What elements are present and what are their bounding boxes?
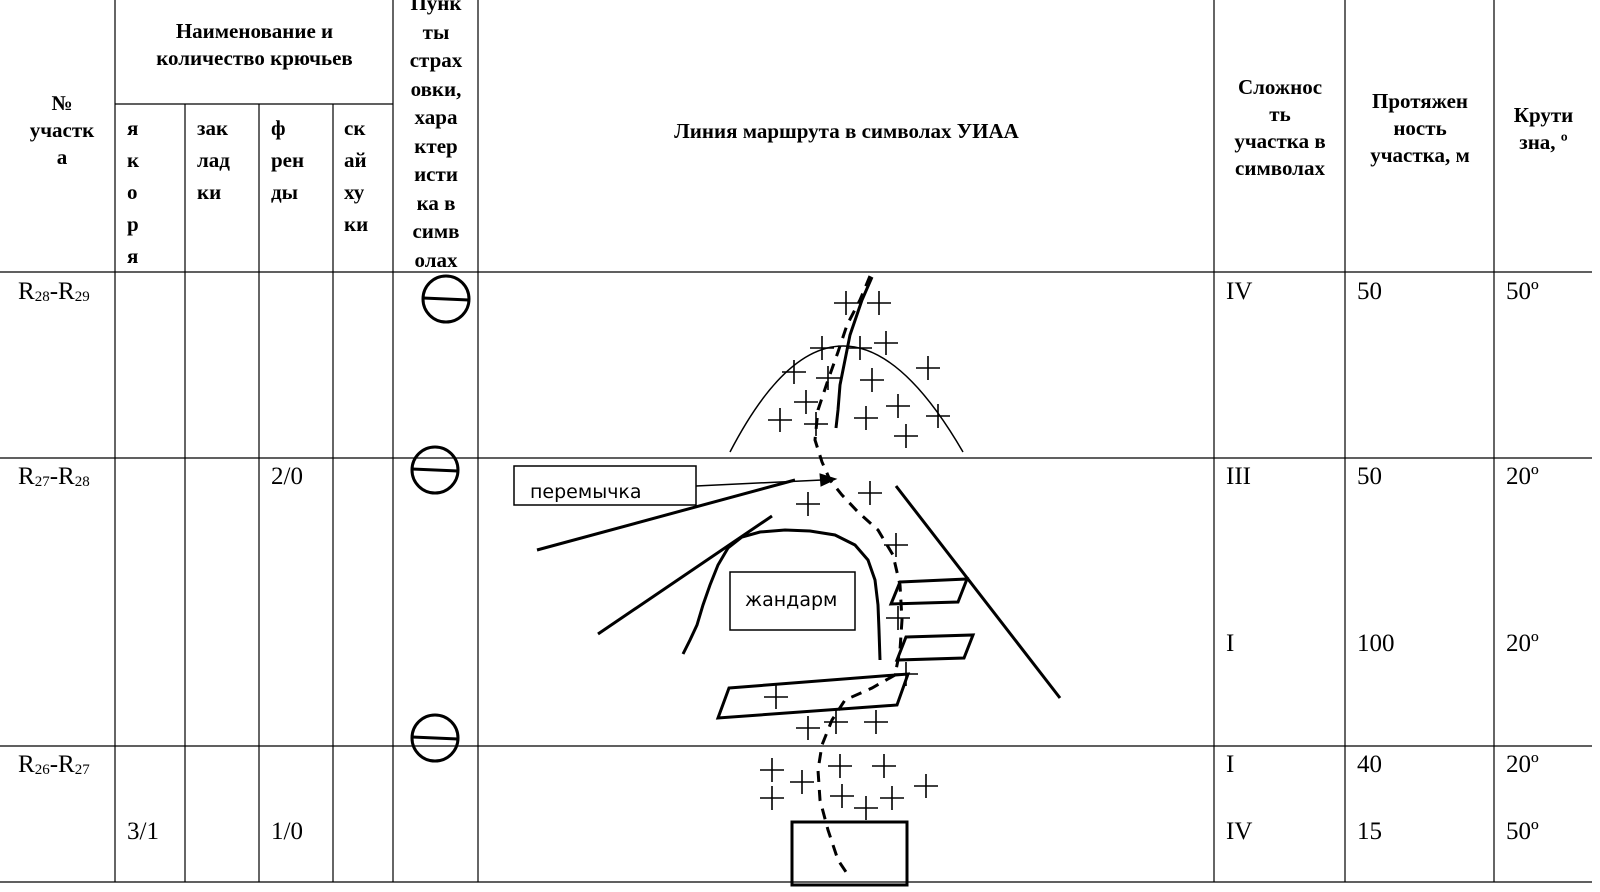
steepness-value: 20º <box>1506 630 1539 657</box>
cross-icon <box>867 291 891 315</box>
cross-icon <box>796 492 820 516</box>
gendarme-label-box <box>729 571 856 631</box>
belay-symbols <box>410 274 471 763</box>
cross-icon <box>830 784 854 808</box>
cross-icon <box>824 710 848 734</box>
cross-icon <box>860 368 884 392</box>
summit-outline <box>729 345 964 453</box>
cross-icon <box>760 786 784 810</box>
header-steepness: Крути зна, º <box>1513 103 1574 154</box>
steepness-value: 50º <box>1506 278 1539 305</box>
cross-icon <box>854 406 878 430</box>
cross-icon <box>834 291 858 315</box>
length-value: 50 <box>1357 278 1382 305</box>
cross-icon <box>864 710 888 734</box>
difficulty-value: III <box>1226 463 1251 490</box>
cross-icon <box>810 336 834 360</box>
cross-icon <box>916 356 940 380</box>
section-label: R28-R29 <box>18 278 90 305</box>
header-difficulty: Сложнос ть участка в символах <box>1234 75 1326 180</box>
header-nuts: зак лад ки <box>197 116 230 204</box>
anchors-count: 3/1 <box>127 818 159 845</box>
cross-icon <box>854 796 878 820</box>
cross-icon <box>760 758 784 782</box>
length-value: 50 <box>1357 463 1382 490</box>
ledge-shape <box>715 672 911 720</box>
header-length: Протяжен ность участка, м <box>1370 89 1470 167</box>
cross-icon <box>914 774 938 798</box>
belay-point-icon <box>410 713 460 763</box>
cross-icon <box>768 408 792 432</box>
cross-icon <box>874 331 898 355</box>
route-dashed-line <box>813 275 904 879</box>
belay-point-icon <box>410 445 460 495</box>
cross-icon <box>790 770 814 794</box>
route-sketch <box>513 275 1062 887</box>
friends-count: 2/0 <box>271 463 303 490</box>
header-anchors: я к о р я <box>127 116 140 268</box>
cross-icon <box>886 394 910 418</box>
difficulty-value: I <box>1226 630 1235 657</box>
left-ridge-line <box>597 514 773 636</box>
friends-count: 1/0 <box>271 818 303 845</box>
cross-icon <box>794 390 818 414</box>
header-belay-points: Пунк ты страх овки, хара ктер исти ка в … <box>409 0 463 272</box>
ledge-shape <box>888 577 970 606</box>
saddle-arrow <box>695 479 823 487</box>
belay-point-icon <box>421 274 471 324</box>
gendarme-label: жандарм <box>745 589 837 611</box>
header-skyhooks: ск ай ху ки <box>344 116 369 236</box>
cross-icon <box>872 754 896 778</box>
rock-step-box <box>790 820 909 887</box>
header-friends: ф рен ды <box>271 116 305 204</box>
cross-icon <box>764 685 788 709</box>
steepness-value: 20º <box>1506 751 1539 778</box>
right-slope-line <box>894 485 1062 699</box>
cross-icon <box>828 754 852 778</box>
header-section-number: № участк а <box>29 91 95 169</box>
cross-icon <box>782 360 806 384</box>
difficulty-value: IV <box>1226 278 1253 305</box>
header-route-line: Линия маршрута в символах УИАА <box>674 119 1019 143</box>
ledge-shape <box>894 633 976 662</box>
cross-icon <box>886 606 910 630</box>
steepness-value: 50º <box>1506 818 1539 845</box>
arrowhead-icon <box>819 473 838 487</box>
length-value: 40 <box>1357 751 1382 778</box>
difficulty-value: I <box>1226 751 1235 778</box>
cross-icon <box>848 336 872 360</box>
cross-icon <box>858 481 882 505</box>
section-label: R26-R27 <box>18 751 90 778</box>
header-hooks-group: Наименование и количество крючьев <box>156 19 353 70</box>
left-ridge-line <box>536 478 796 552</box>
cross-icon <box>894 662 918 686</box>
cross-icon <box>884 533 908 557</box>
cross-icon <box>880 786 904 810</box>
length-value: 100 <box>1357 630 1395 657</box>
cross-icon <box>796 716 820 740</box>
steepness-value: 20º <box>1506 463 1539 490</box>
saddle-label: перемычка <box>530 481 642 503</box>
cross-icon <box>804 412 828 436</box>
cross-icon <box>926 404 950 428</box>
length-value: 15 <box>1357 818 1382 845</box>
gendarme-outline <box>681 528 882 661</box>
difficulty-value: IV <box>1226 818 1253 845</box>
scree-crosses <box>760 291 950 820</box>
section-label: R27-R28 <box>18 463 90 490</box>
ridge-line <box>834 276 874 429</box>
cross-icon <box>894 424 918 448</box>
cross-icon <box>816 366 840 390</box>
